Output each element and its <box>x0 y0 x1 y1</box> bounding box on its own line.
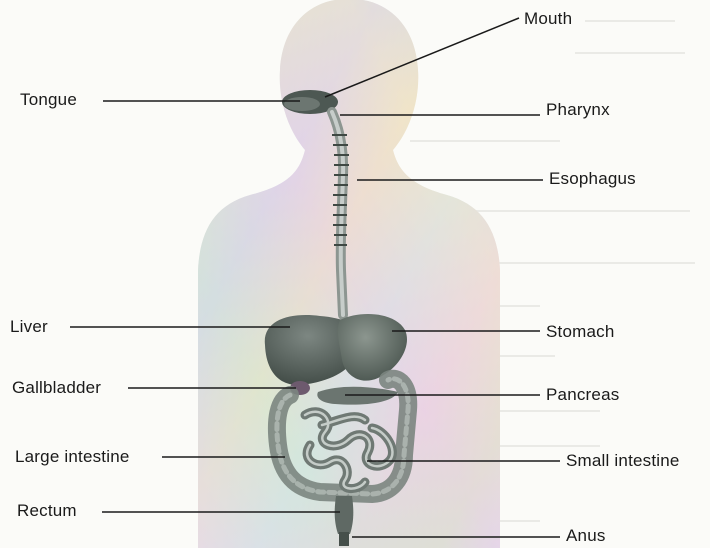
label-tongue: Tongue <box>20 90 77 110</box>
label-small-intestine: Small intestine <box>566 451 680 471</box>
label-stomach: Stomach <box>546 322 615 342</box>
label-large-intestine: Large intestine <box>15 447 130 467</box>
label-gallbladder: Gallbladder <box>12 378 101 398</box>
label-anus: Anus <box>566 526 606 546</box>
rectum-organ <box>335 496 354 534</box>
label-liver: Liver <box>10 317 48 337</box>
label-rectum: Rectum <box>17 501 77 521</box>
label-pancreas: Pancreas <box>546 385 619 405</box>
label-esophagus: Esophagus <box>549 169 636 189</box>
label-pharynx: Pharynx <box>546 100 610 120</box>
label-mouth: Mouth <box>524 9 572 29</box>
anus-organ <box>339 532 349 546</box>
